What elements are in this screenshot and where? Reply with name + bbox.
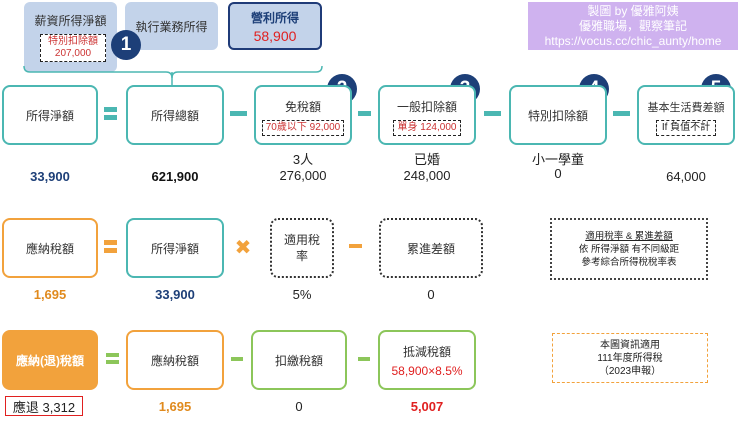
special-deduction-box: 特別扣除額 <box>509 85 607 145</box>
profit-income-label: 營利所得 <box>250 10 299 25</box>
progressive-difference-label: 累進差額 <box>406 241 455 256</box>
net-income-label: 所得淨額 <box>25 108 74 123</box>
minus-sign-5 <box>349 244 362 248</box>
equals-sign-1a <box>104 107 117 112</box>
business-income-box: 執行業務所得 <box>125 2 218 50</box>
equals-sign-1b <box>104 115 117 120</box>
profit-income-box: 營利所得 58,900 <box>228 2 322 50</box>
minus-sign-2 <box>358 111 371 116</box>
minus-sign-7 <box>358 357 370 361</box>
tax-payable-label: 應納稅額 <box>25 241 74 256</box>
tax-credit-value: 5,007 <box>410 398 444 414</box>
tax-rate-note-line-1: 適用稅率 & 累進差額 <box>585 230 673 242</box>
equals-sign-3a <box>106 353 119 357</box>
standard-deduction-note: 單身 124,000 <box>392 120 462 136</box>
tax-refund-label: 應納(退)稅額 <box>16 353 84 368</box>
salary-income-label: 薪資所得淨額 <box>34 14 107 28</box>
gross-income-value: 621,900 <box>151 168 199 184</box>
minus-sign-4 <box>613 111 630 116</box>
basic-living-value: 64,000 <box>666 169 706 184</box>
tax-credit-formula: 58,900×8.5% <box>391 363 463 378</box>
exemption-note: 70歲以下 92,000 <box>261 120 345 136</box>
tax-payable-value: 1,695 <box>33 286 67 302</box>
business-income-label: 執行業務所得 <box>135 19 208 34</box>
tax-payable-label-2: 應納稅額 <box>150 353 199 368</box>
minus-sign-1 <box>230 111 247 116</box>
tax-rate-label: 適用稅率 <box>284 233 321 263</box>
basic-living-label: 基本生活費差額 <box>647 101 725 114</box>
credit-line-2: 優雅職場，觀察筆記 <box>578 18 687 33</box>
tax-payable-value-2: 1,695 <box>158 398 192 414</box>
standard-deduction-label: 一般扣除額 <box>396 100 457 114</box>
standard-status: 已婚 <box>413 152 440 167</box>
standard-deduction-box: 一般扣除額 單身 124,000 <box>378 85 476 145</box>
gross-income-box: 所得總額 <box>126 85 224 145</box>
net-income-box: 所得淨額 <box>2 85 98 145</box>
minus-sign-3 <box>484 111 501 116</box>
applicability-note-line-1: 本圖資訊適用 <box>600 339 660 351</box>
badge-1: 1 <box>111 30 141 60</box>
special-deduction-tag: 特別扣除額 207,000 <box>40 34 106 62</box>
gross-income-label: 所得總額 <box>150 108 199 123</box>
equals-sign-2a <box>104 240 117 245</box>
profit-income-value: 58,900 <box>253 27 297 44</box>
withheld-tax-label: 扣繳稅額 <box>274 353 323 368</box>
special-deduction-label: 特別扣除額 <box>527 108 588 123</box>
special-deduction-tag-value: 207,000 <box>54 48 92 59</box>
special-deduction-tag-label: 特別扣除額 <box>48 36 98 47</box>
tax-credit-label: 抵減稅額 <box>402 344 451 359</box>
net-income-value-2: 33,900 <box>155 286 195 302</box>
standard-value: 248,000 <box>403 168 451 183</box>
tax-refund-box: 應納(退)稅額 <box>2 330 98 390</box>
net-income-value: 33,900 <box>30 168 70 184</box>
minus-sign-6 <box>231 357 243 361</box>
tax-rate-note-line-3: 參考綜合所得稅稅率表 <box>581 256 677 268</box>
withheld-tax-value: 0 <box>295 398 303 414</box>
tax-rate-note: 適用稅率 & 累進差額 依 所得淨額 有不同級距 參考綜合所得稅稅率表 <box>550 218 708 280</box>
equals-sign-3b <box>106 360 119 364</box>
credit-line-1: 製圖 by 優雅阿姨 <box>587 3 679 18</box>
exemption-value: 276,000 <box>279 168 327 183</box>
applicability-note-line-2: 111年度所得稅 <box>597 352 663 364</box>
exemption-people: 3人 <box>292 152 314 167</box>
exemption-box: 免稅額 70歲以下 92,000 <box>254 85 352 145</box>
tax-rate-value: 5% <box>292 286 312 302</box>
progressive-difference-box: 累進差額 <box>379 218 483 278</box>
exemption-label: 免稅額 <box>284 100 321 114</box>
credit-box: 製圖 by 優雅阿姨 優雅職場，觀察筆記 https://vocus.cc/ch… <box>528 2 738 50</box>
tax-rate-note-line-2: 依 所得淨額 有不同級距 <box>578 243 680 255</box>
tax-rate-box: 適用稅率 <box>270 218 334 278</box>
tax-credit-box: 抵減稅額 58,900×8.5% <box>378 330 476 390</box>
special-value: 0 <box>554 166 562 181</box>
multiply-icon: ✖ <box>234 236 252 259</box>
tax-payable-box-2: 應納稅額 <box>126 330 224 390</box>
net-income-box-2: 所得淨額 <box>126 218 224 278</box>
net-income-label-2: 所得淨額 <box>150 241 199 256</box>
withheld-tax-box: 扣繳稅額 <box>251 330 347 390</box>
tax-payable-box: 應納稅額 <box>2 218 98 278</box>
equals-sign-2b <box>104 248 117 253</box>
special-status: 小一學童 <box>531 152 584 167</box>
basic-living-box: 基本生活費差額 If 負值不計 <box>637 85 735 145</box>
tax-refund-value: 應退 3,312 <box>5 396 83 416</box>
applicability-note-line-3: （2023申報） <box>598 365 662 377</box>
applicability-note: 本圖資訊適用 111年度所得稅 （2023申報） <box>552 333 708 383</box>
progressive-difference-value: 0 <box>427 286 435 302</box>
credit-line-3: https://vocus.cc/chic_aunty/home <box>544 33 722 48</box>
basic-living-note: If 負值不計 <box>655 119 717 136</box>
